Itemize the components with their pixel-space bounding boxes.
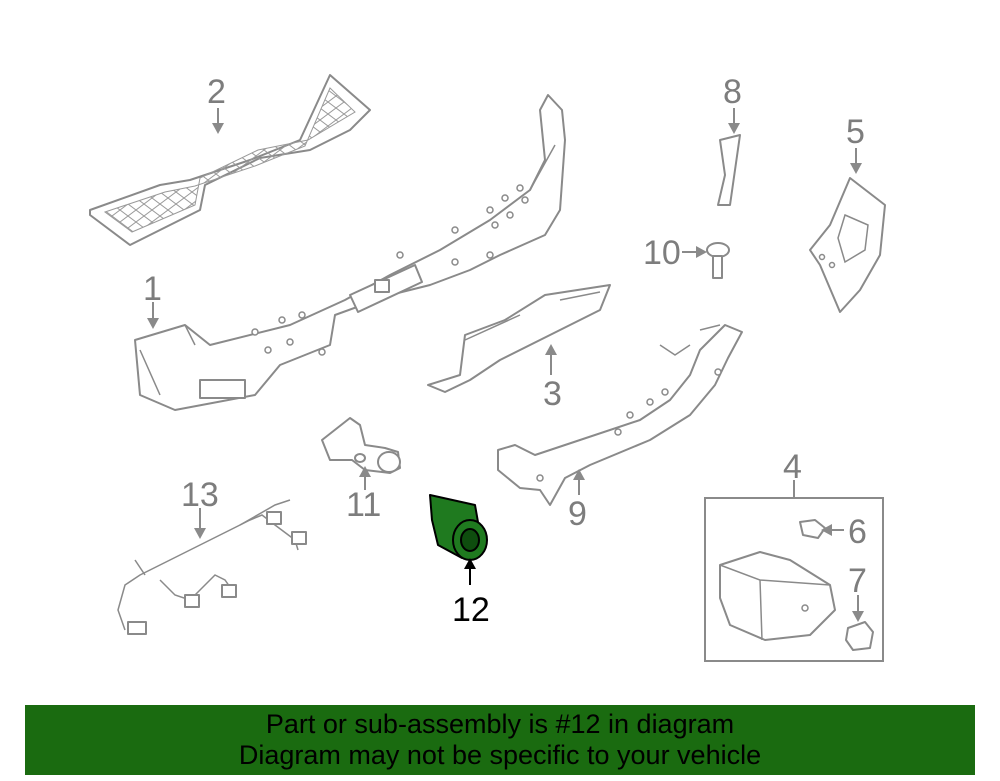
- part-12-sensor-holder: [429, 494, 488, 561]
- callout-2: 2: [207, 73, 226, 111]
- callout-1: 1: [143, 270, 162, 308]
- callout-labels: 1 2 3 4 5 6 7 8 9 10 11 12 13: [143, 73, 867, 629]
- part-13-wiring-harness: [117, 499, 307, 635]
- part-7-nut: [845, 621, 874, 651]
- callout-6: 6: [848, 513, 867, 551]
- part-11-sensor: [321, 417, 401, 474]
- part-5-end-cap: [809, 177, 886, 313]
- banner-line-2: Diagram may not be specific to your vehi…: [238, 740, 762, 770]
- part-6-clip: [799, 519, 826, 539]
- part-10-bolt: [706, 242, 730, 279]
- callout-13: 13: [181, 476, 219, 514]
- part-4-box: [704, 497, 884, 662]
- callout-12-highlighted: 12: [452, 591, 490, 629]
- part-1-bumper: [134, 94, 566, 411]
- part-4-bracket: [719, 551, 836, 641]
- part-3-bracket: [427, 284, 611, 393]
- callout-8: 8: [723, 73, 742, 111]
- callout-4: 4: [783, 448, 802, 486]
- bumper-holes: [251, 184, 529, 356]
- callout-10: 10: [643, 234, 681, 272]
- banner-line-1: Part or sub-assembly is #12 in diagram: [265, 709, 735, 739]
- callout-11: 11: [346, 486, 381, 524]
- callout-9: 9: [568, 495, 587, 533]
- parts-diagram: 1 2 3 4 5 6 7 8 9 10 11 12 13: [89, 73, 886, 662]
- callout-3: 3: [543, 375, 562, 413]
- part-9-frame-bracket: [497, 324, 743, 506]
- callout-5: 5: [846, 113, 865, 151]
- part-2-step-pad: [89, 74, 371, 246]
- leader-arrows: [147, 108, 864, 622]
- info-banner: Part or sub-assembly is #12 in diagram D…: [25, 705, 975, 775]
- callout-7: 7: [848, 562, 867, 600]
- part-8-strip: [717, 134, 741, 206]
